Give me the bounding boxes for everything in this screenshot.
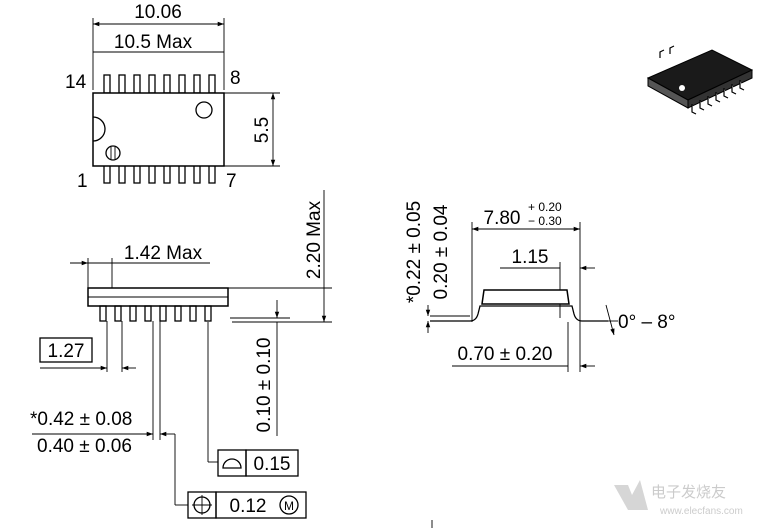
dim-lead-width-a-label: *0.42 ± 0.08 [30,409,132,430]
dim-foot-label: 1.15 [512,247,549,268]
pin-label-1: 1 [77,171,88,192]
pin1-notch [92,116,106,142]
dim-lead-thickness-a-label: *0.22 ± 0.05 [404,201,425,303]
top-view: 10.06 10.5 Max [65,2,280,192]
pin1-index-mark [105,145,121,161]
bottom-leads [103,164,216,184]
dim-overall-label: 10.06 [134,2,182,23]
package-body-end [481,289,570,305]
dim-lead-thickness-b-label: 0.20 ± 0.04 [431,204,452,299]
pin-label-7: 7 [226,171,237,192]
position-symbol-icon [192,495,212,515]
package-3d-icon [646,45,754,115]
dim-width-label: 5.5 [252,117,273,143]
mmc-modifier-icon [279,495,299,515]
package-body-top [92,92,225,167]
flatness-tolerance-label: 0.15 [254,454,291,475]
position-tolerance-label: 0.12 [230,496,267,517]
dim-angle-label: 0° – 8° [618,312,675,333]
svg-text:电子发烧友: 电子发烧友 [651,484,726,501]
dim-height-max-label: 2.20 Max [304,200,325,279]
dim-standoff-max-label: 1.42 Max [124,243,203,264]
side-view: 2.20 Max 1.42 Max 0.10 ± 0.10 [30,190,332,519]
pin-label-8: 8 [230,68,241,89]
pitch-box [39,337,93,363]
position-modifier-label: M [284,499,294,513]
dim-lead-width-b-label: 0.40 ± 0.06 [37,436,132,457]
mold-mark-circle [195,101,213,119]
flatness-frame: 0.15 [217,449,299,477]
dim-pitch-label: 1.27 [48,341,85,362]
dim-standoff-label: 0.10 ± 0.10 [254,338,275,433]
dim-span-label: 7.80 [484,208,521,229]
dim-lead-length-label: 0.70 ± 0.20 [458,344,553,365]
watermark-logo: 电子发烧友 www.elecfans.com [614,480,743,517]
pin-label-14: 14 [65,72,87,93]
flatness-symbol-icon [222,458,242,469]
dim-span-plus-label: + 0.20 [528,200,562,214]
top-leads [103,74,216,94]
position-frame: 0.12 M [187,491,307,519]
svg-text:www.elecfans.com: www.elecfans.com [659,506,743,517]
dim-span-minus-label: − 0.30 [528,214,562,228]
gull-wing-lead [430,305,608,322]
end-view: 7.80 + 0.20 − 0.30 1.15 *0.22 ± 0.05 0.2… [404,200,675,372]
side-leads [99,305,212,322]
dim-body-max-label: 10.5 Max [114,32,193,53]
